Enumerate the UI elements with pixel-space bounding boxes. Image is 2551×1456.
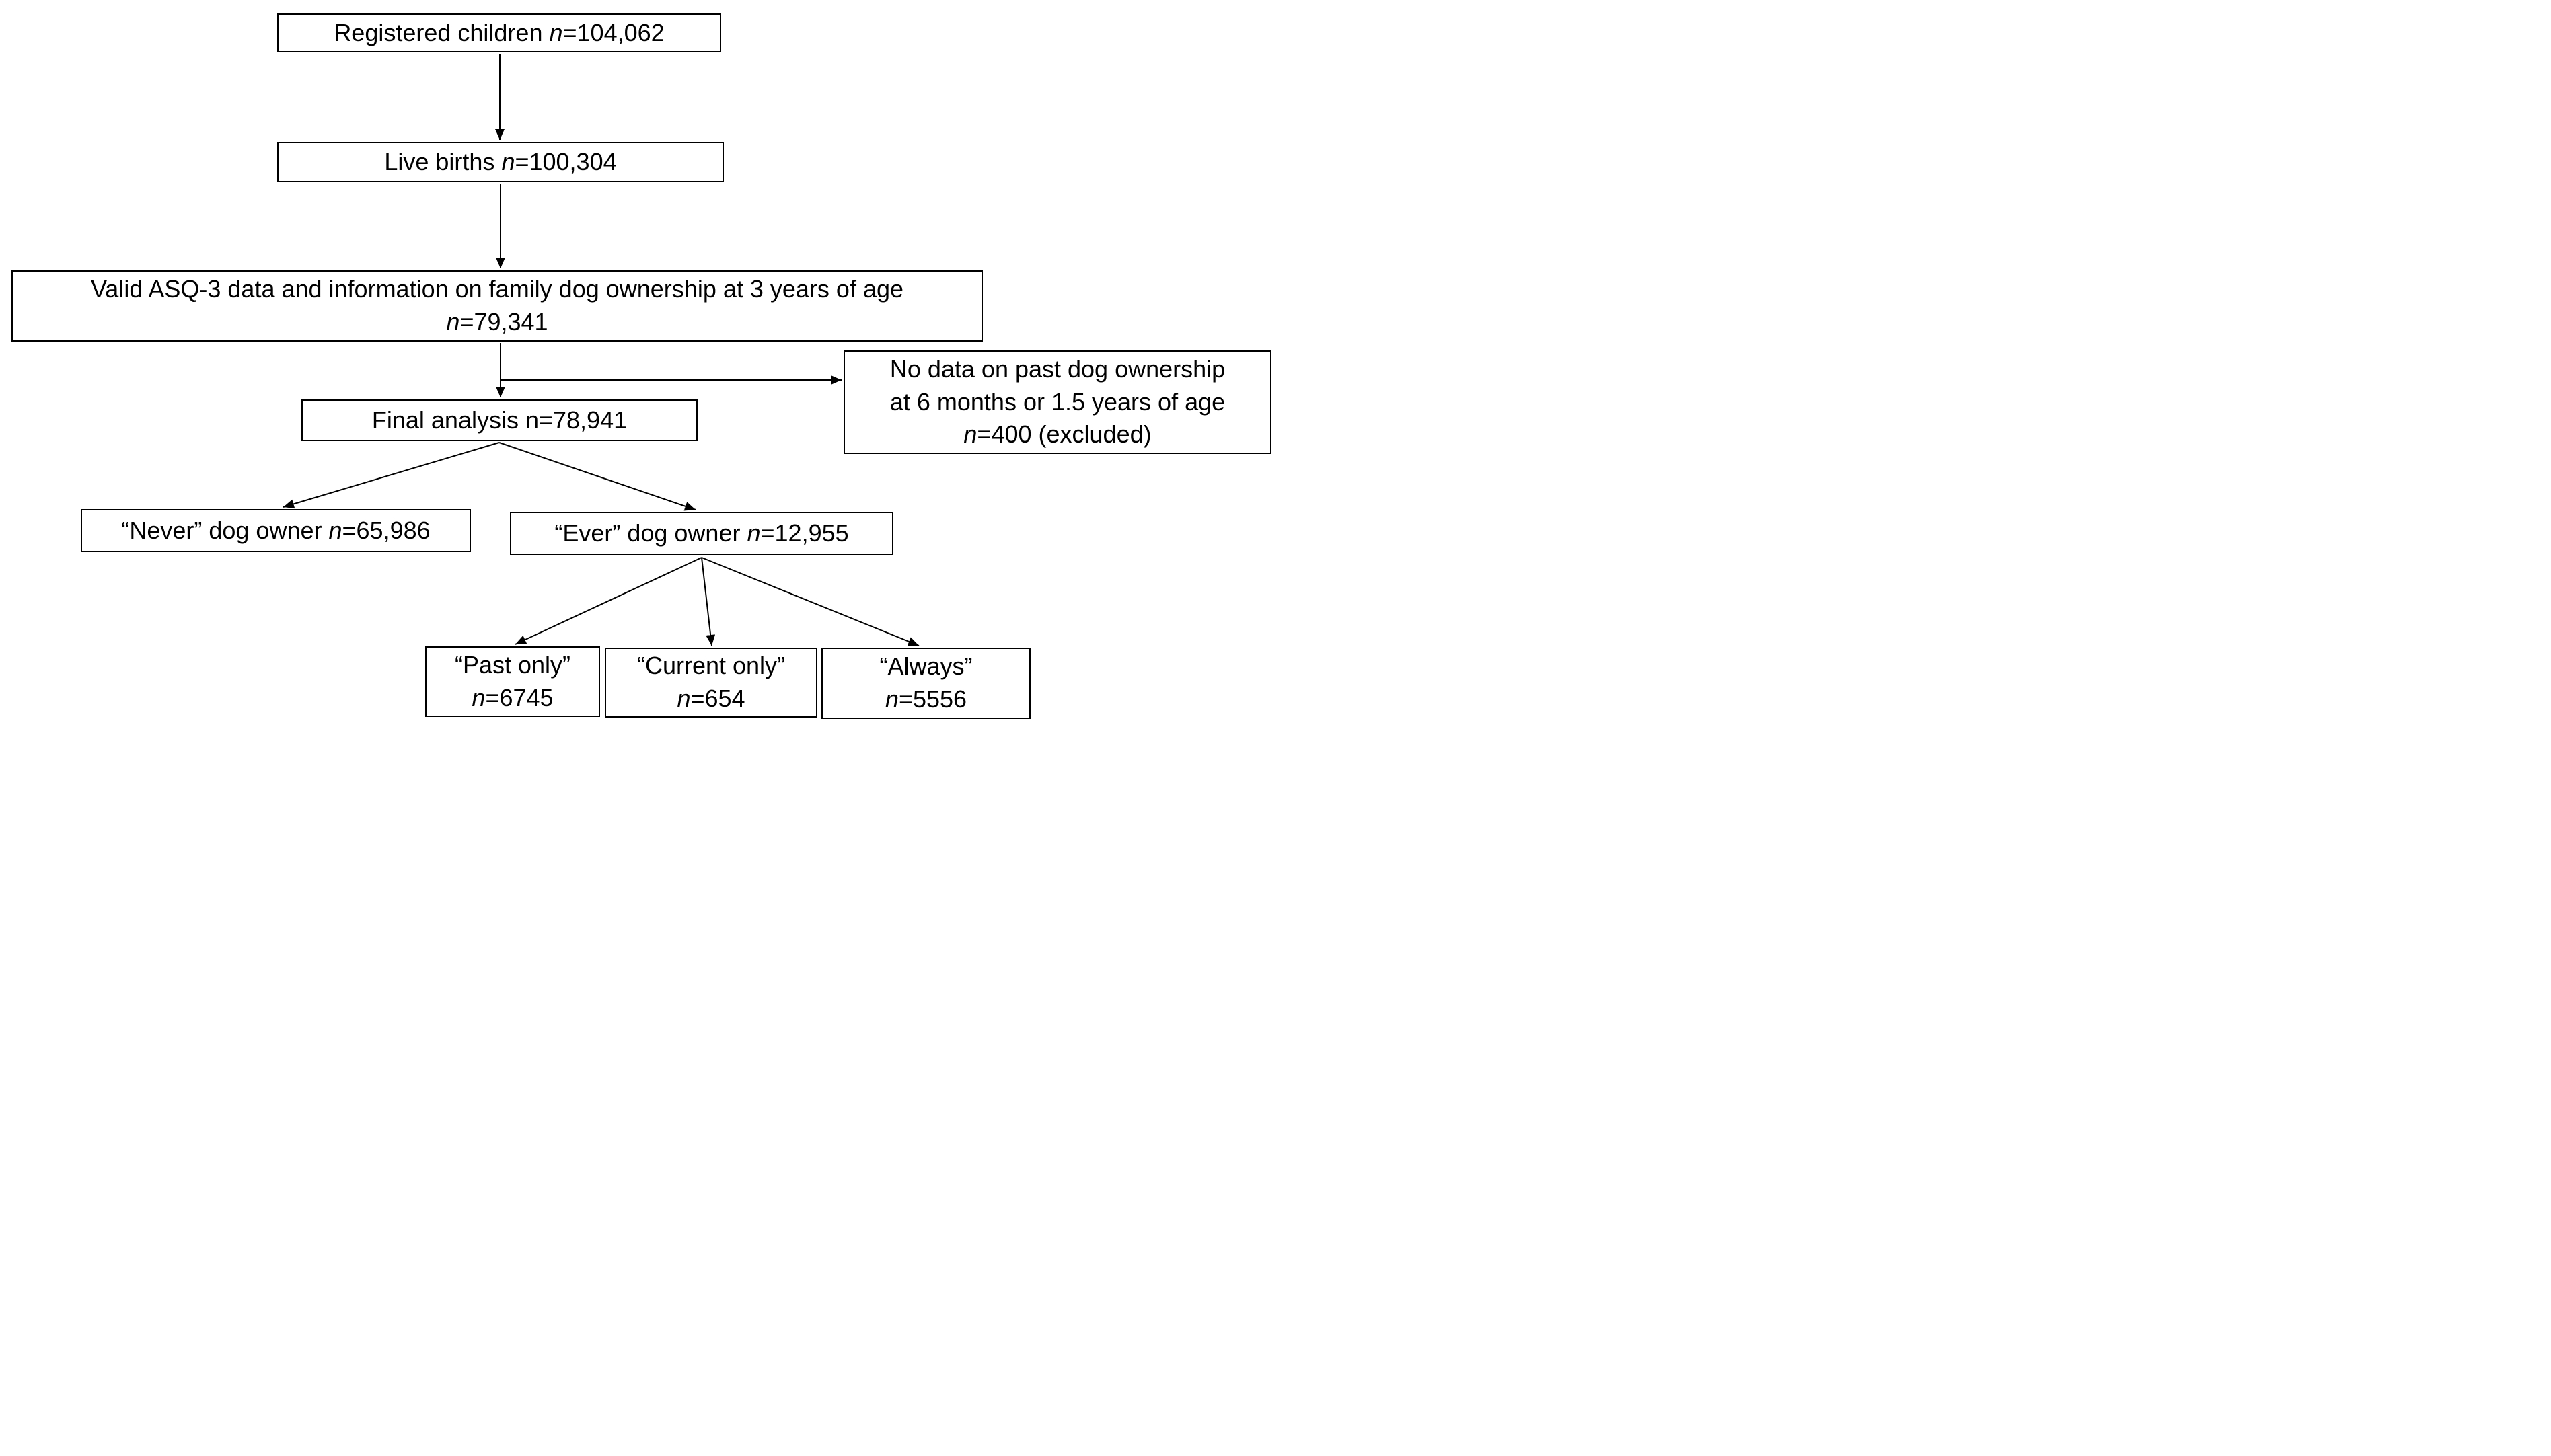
text-segment: =65,986: [342, 516, 431, 544]
node-text-line: “Never” dog owner n=65,986: [121, 514, 430, 547]
node-text-line: n=6745: [472, 682, 553, 715]
node-live-births: Live births n=100,304: [277, 142, 724, 182]
node-text-line: at 6 months or 1.5 years of age: [890, 386, 1225, 419]
node-text-line: “Always”: [879, 650, 972, 683]
node-text-line: Final analysis n=78,941: [372, 404, 627, 437]
node-always: “Always”n=5556: [821, 648, 1031, 719]
text-segment: “Ever” dog owner: [554, 519, 747, 547]
node-text-line: n=79,341: [446, 306, 548, 339]
node-past-only: “Past only” n=6745: [425, 646, 600, 717]
node-text-line: No data on past dog ownership: [890, 353, 1225, 386]
text-segment: =100,304: [515, 147, 617, 176]
node-text-line: Registered children n=104,062: [334, 17, 664, 50]
text-segment: =104,062: [562, 18, 665, 46]
text-segment: Live births: [384, 147, 502, 176]
text-segment: =5556: [898, 685, 967, 713]
arrow-final-to-ever: [498, 442, 696, 511]
text-segment: No data on past dog ownership: [889, 355, 1226, 383]
n-symbol: n: [963, 420, 977, 449]
text-segment: =6745: [485, 683, 554, 712]
n-symbol: n: [446, 308, 460, 336]
n-symbol: n: [472, 683, 486, 712]
participant-flow-diagram: Registered children n=104,062 Live birth…: [0, 0, 1276, 728]
n-symbol: n: [885, 685, 899, 713]
node-valid-asq3-data: Valid ASQ-3 data and information on fami…: [11, 270, 983, 342]
node-text-line: “Ever” dog owner n=12,955: [554, 517, 848, 550]
n-symbol: n: [677, 685, 691, 712]
edge-layer: [283, 54, 920, 646]
text-segment: Registered children: [334, 18, 550, 46]
node-never-dog-owner: “Never” dog owner n=65,986: [81, 509, 471, 552]
text-segment: “Past only”: [454, 650, 571, 679]
arrow-ever-to-current_only: [701, 557, 716, 646]
arrow-ever-to-always: [701, 557, 920, 646]
text-segment: =400 (excluded): [977, 420, 1152, 449]
arrow-ever-to-past_only: [515, 557, 702, 645]
text-segment: =12,955: [760, 519, 849, 547]
node-text-line: n=654: [677, 683, 745, 716]
node-registered-children: Registered children n=104,062: [277, 13, 721, 52]
text-segment: =654: [690, 685, 745, 712]
node-excluded-no-past-dog-data: No data on past dog ownership at 6 months…: [844, 350, 1271, 454]
n-symbol: n: [747, 519, 761, 547]
node-text-line: Live births n=100,304: [384, 146, 616, 179]
arrows-layer: [283, 54, 920, 646]
node-ever-dog-owner: “Ever” dog owner n=12,955: [510, 512, 893, 555]
n-symbol: n: [501, 147, 515, 176]
node-current-only: “Current only” n=654: [605, 648, 817, 718]
n-symbol: n: [549, 18, 563, 46]
node-text-line: n=5556: [885, 683, 967, 716]
arrow-final-to-never: [283, 442, 500, 509]
text-segment: “Current only”: [636, 652, 786, 680]
text-segment: at 6 months or 1.5 years of age: [889, 387, 1226, 416]
node-final-analysis: Final analysis n=78,941: [301, 399, 698, 441]
node-text-line: Valid ASQ-3 data and information on fami…: [91, 273, 903, 306]
node-text-line: “Current only”: [637, 650, 785, 683]
n-symbol: n: [328, 516, 342, 544]
text-segment: “Never” dog owner: [121, 516, 329, 544]
text-segment: “Always”: [879, 652, 973, 681]
node-text-line: “Past only”: [455, 649, 570, 682]
text-segment: Valid ASQ-3 data and information on fami…: [90, 275, 904, 303]
text-segment: Final analysis n=78,941: [371, 406, 628, 434]
text-segment: =79,341: [459, 308, 548, 336]
node-text-line: n=400 (excluded): [963, 418, 1151, 451]
